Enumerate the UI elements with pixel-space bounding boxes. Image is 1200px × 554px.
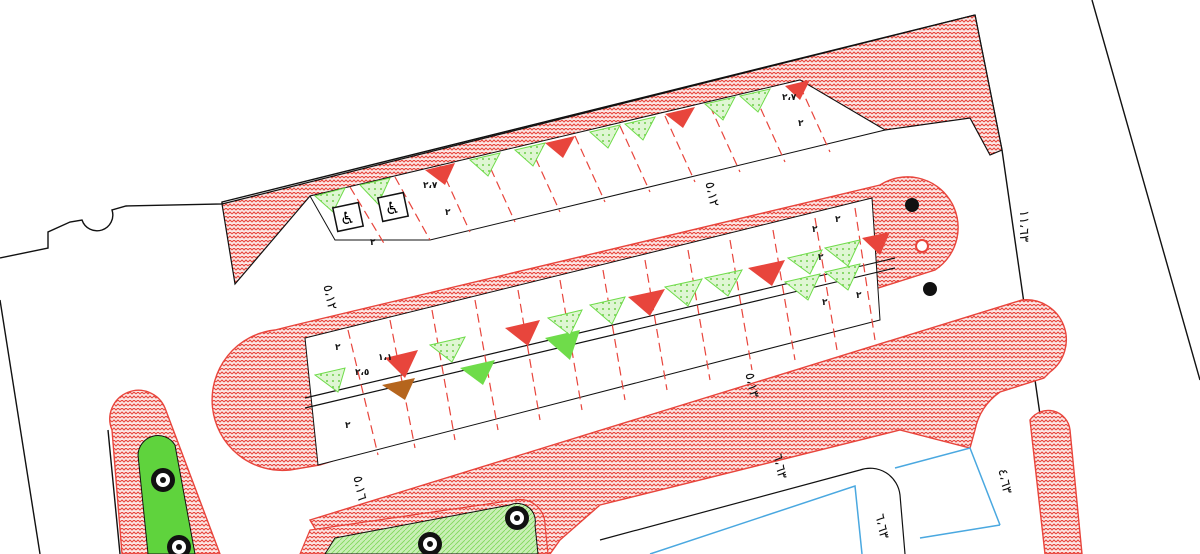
tree-icon [418, 532, 442, 554]
dimension-labels: ٥،١٢ ٥،١٢ ٥،١٣ ٥،١٦ ١١،٦٣ ٦،٦٣ ٦،٦٣ ٤،٦٣ [319, 181, 1031, 541]
dimension-lower-block-a: ٦،٦٣ [769, 453, 789, 481]
dimension-lower-block-b: ٦،٦٣ [871, 513, 891, 541]
dimension-middle-row: ٥،١٣ [741, 372, 761, 400]
dimension-lower-block-c: ٤،٦٣ [994, 468, 1014, 496]
top-row-stall-labels: ٢ ٢،٧ ٢ ٢،٧ ٢ [370, 93, 804, 248]
tree-icon [505, 506, 529, 530]
dimension-left-road: ٥،١٢ [319, 284, 339, 312]
top-parking-row: ♿ ♿ ٢ ٢،٧ ٢ ٢،٧ ٢ [221, 14, 1003, 286]
right-curb [308, 299, 1083, 554]
svg-text:٢: ٢ [798, 119, 804, 129]
tree-icon [151, 468, 175, 492]
middle-parking-island: ٢ ٢،٥ ١،١ ٢ ٢ ٢ ٢ ٢ ٢ [211, 176, 959, 472]
svg-text:٢: ٢ [345, 421, 351, 431]
top-row-stall-lines [349, 85, 831, 246]
svg-text:٢: ٢ [818, 253, 824, 263]
svg-text:٢: ٢ [835, 215, 841, 225]
svg-text:٢: ٢ [370, 238, 376, 248]
lower-green-planter [299, 498, 549, 554]
left-planter [109, 389, 221, 554]
accessible-parking-spaces: ♿ ♿ [331, 191, 410, 233]
lower-building-outline [649, 447, 1001, 554]
island-stall-labels: ٢ ٢،٥ ١،١ ٢ ٢ ٢ ٢ ٢ ٢ [335, 215, 862, 431]
svg-text:٢: ٢ [812, 225, 818, 235]
svg-text:٢: ٢ [335, 343, 341, 353]
svg-text:٢،٧: ٢،٧ [423, 181, 438, 191]
dimension-right-road: ١١،٦٣ [1016, 210, 1031, 242]
accessible-icon: ♿ [340, 209, 355, 229]
tree-icon [167, 535, 191, 554]
accessible-icon: ♿ [385, 199, 400, 219]
svg-text:٢: ٢ [445, 208, 451, 218]
dimension-lower-road: ٥،١٦ [349, 475, 369, 503]
island-triangles [313, 232, 890, 400]
svg-text:٢،٥: ٢،٥ [355, 368, 369, 378]
svg-text:٢: ٢ [856, 291, 862, 301]
island-end-markers [905, 198, 937, 296]
island-stall-lines [347, 207, 876, 456]
svg-text:٢،٧: ٢،٧ [782, 93, 797, 103]
dimension-top-row: ٥،١٢ [701, 181, 721, 209]
svg-text:٢: ٢ [822, 298, 828, 308]
svg-text:١،١: ١،١ [378, 353, 392, 363]
top-row-triangles [313, 80, 810, 213]
